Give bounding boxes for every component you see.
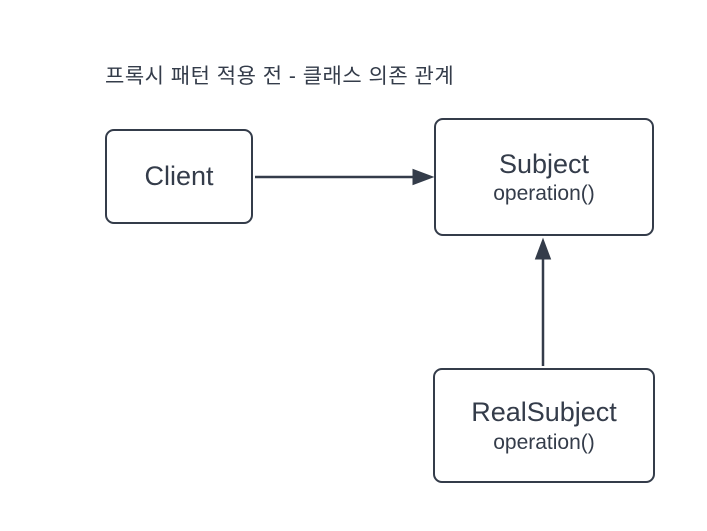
node-realsubject-method: operation() xyxy=(493,430,595,454)
arrow-client-to-subject xyxy=(255,168,435,186)
arrow-realsubject-to-subject xyxy=(534,237,552,366)
node-realsubject: RealSubject operation() xyxy=(433,368,655,483)
node-subject: Subject operation() xyxy=(434,118,654,236)
diagram-title: 프록시 패턴 적용 전 - 클래스 의존 관계 xyxy=(105,65,455,88)
node-realsubject-label: RealSubject xyxy=(471,397,617,428)
node-client: Client xyxy=(105,129,253,224)
node-subject-label: Subject xyxy=(498,148,590,179)
node-subject-method: operation() xyxy=(493,182,595,206)
node-client-label: Client xyxy=(144,160,214,191)
